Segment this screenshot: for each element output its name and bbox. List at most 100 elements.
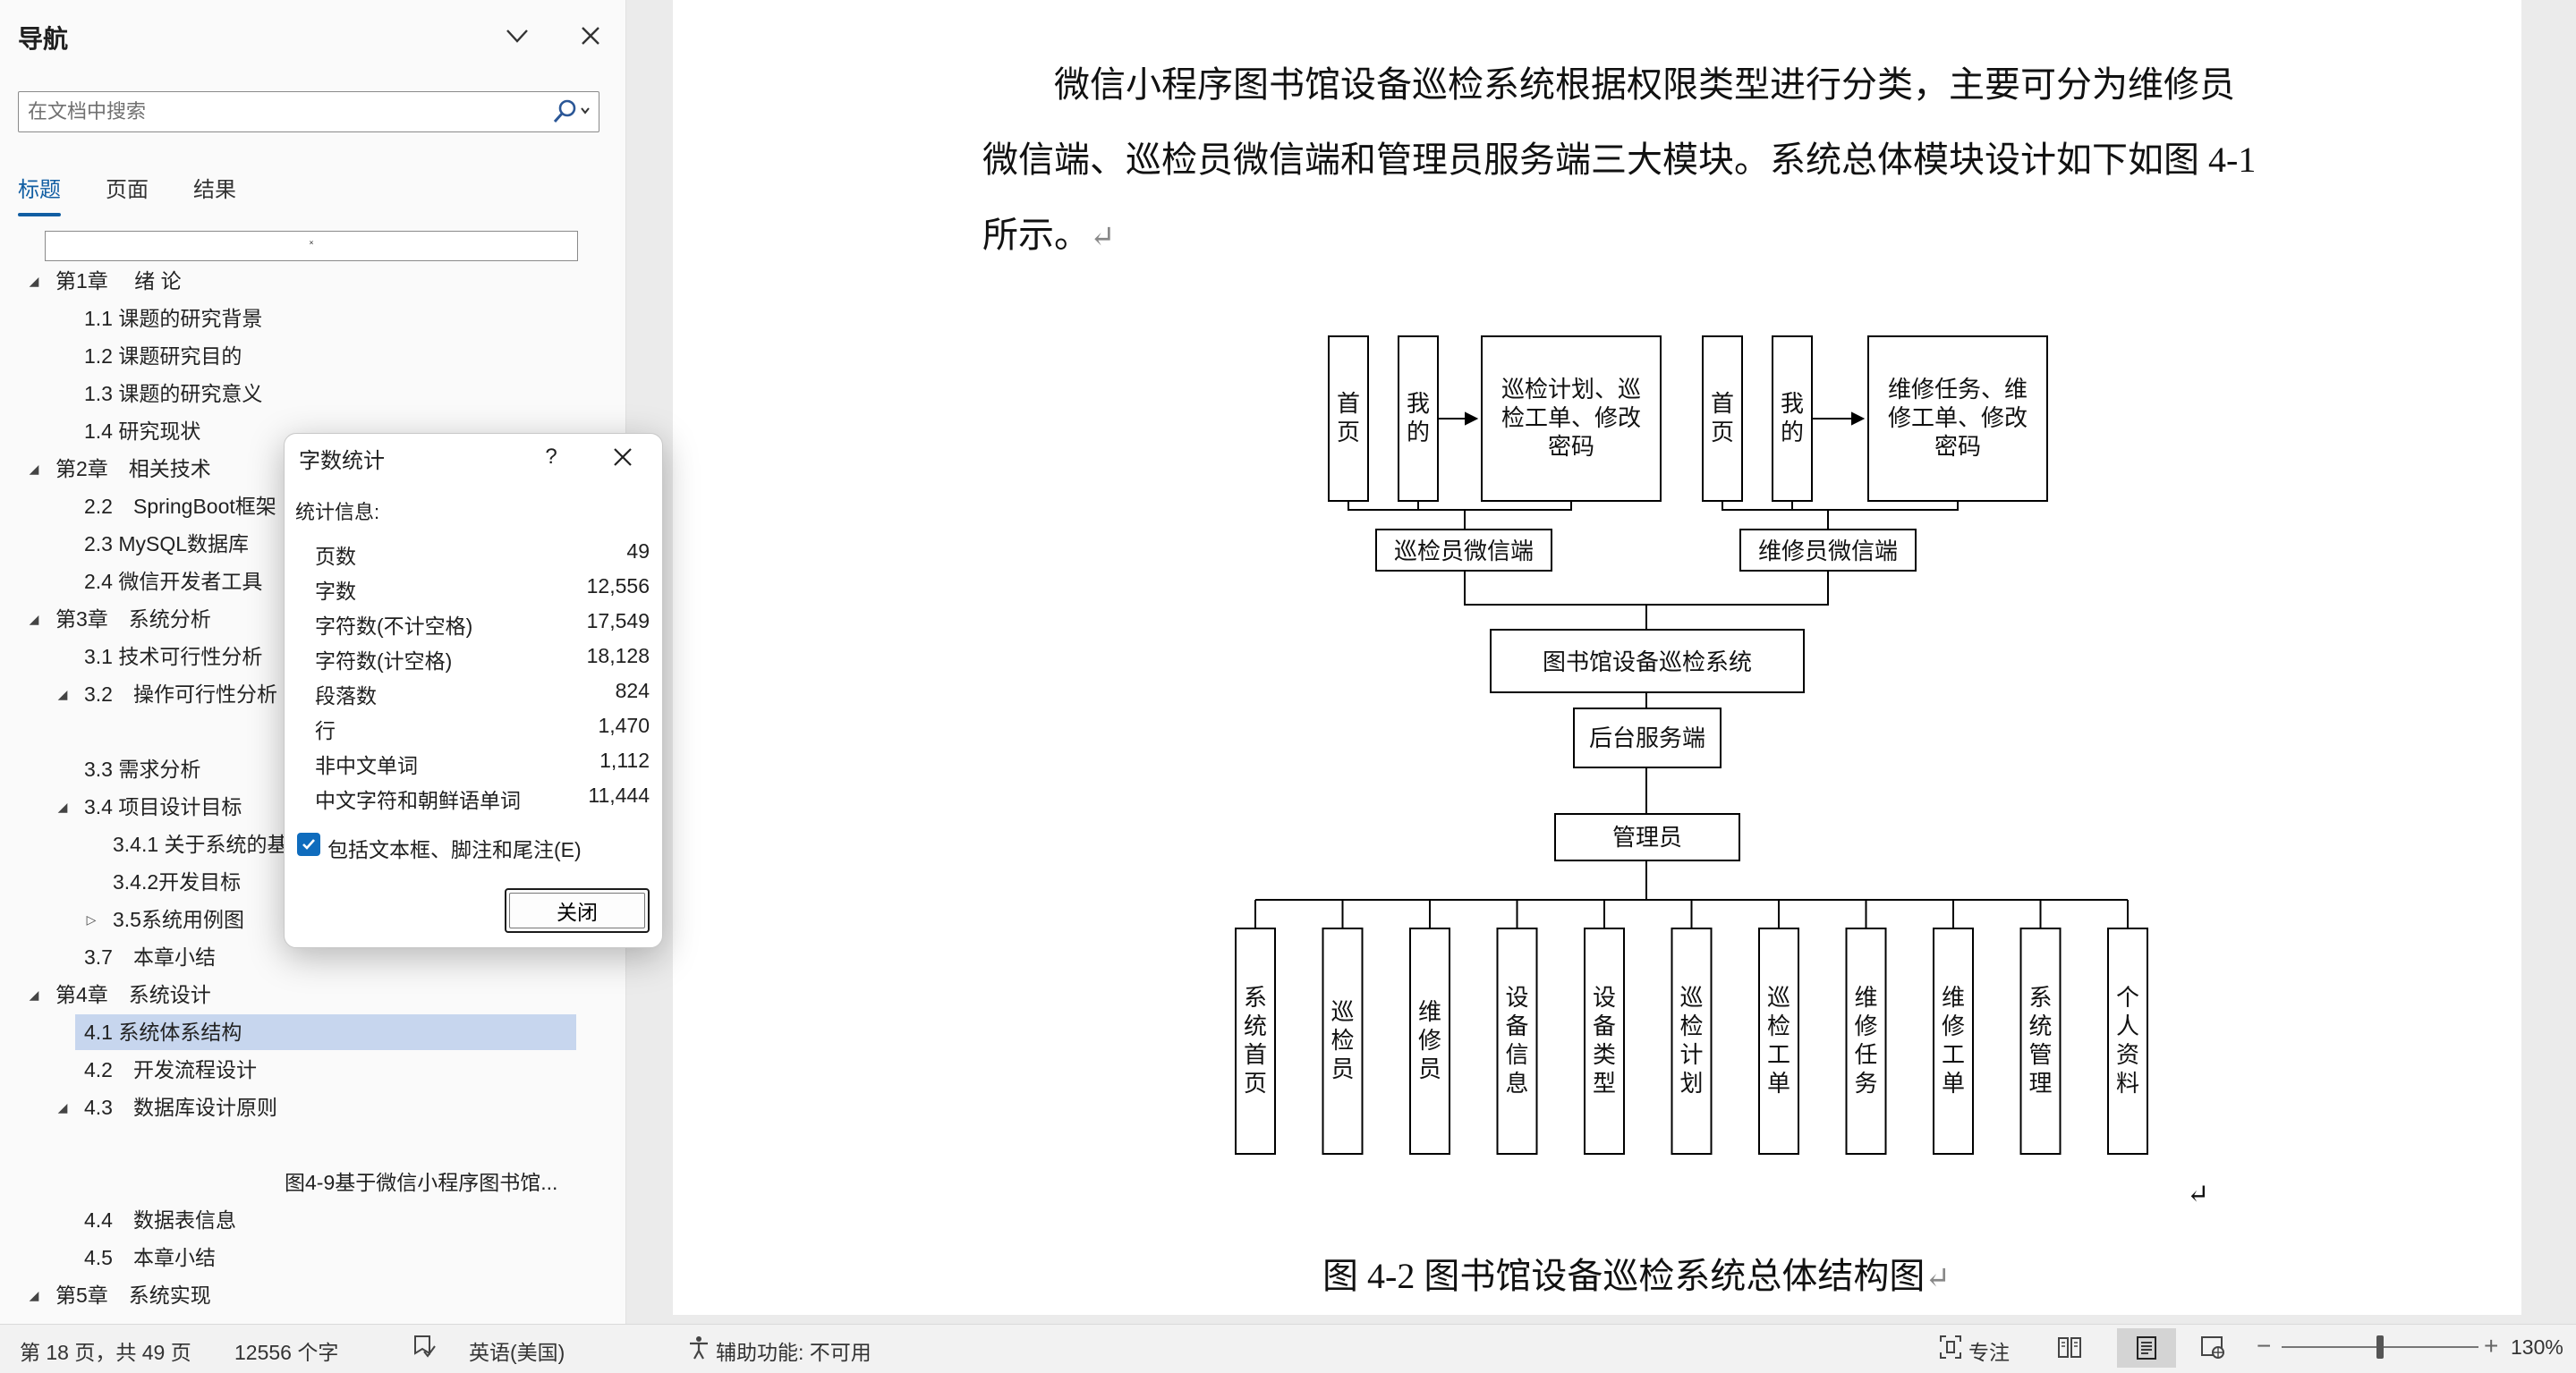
focus-mode-button[interactable]: 专注 bbox=[1968, 1341, 2010, 1364]
structure-diagram: 首页 我的 首页 我的 巡检计划、巡检工单、修改密码 维修任务、维修工单、修改密… bbox=[1235, 335, 2148, 1155]
read-mode-icon[interactable] bbox=[2056, 1334, 2083, 1366]
stat-label: 字符数(计空格) bbox=[315, 649, 453, 673]
body-paragraph-text: 所示。 bbox=[982, 215, 1090, 255]
stat-value: 1,470 bbox=[598, 714, 650, 737]
nav-heading-item[interactable]: ◢3.4 项目设计目标 bbox=[0, 789, 617, 825]
collapse-triangle-icon[interactable]: ▷ bbox=[86, 912, 97, 927]
nav-heading-item[interactable]: 4.1 系统体系结构 bbox=[75, 1014, 576, 1050]
nav-heading-item[interactable]: ◢第2章 相关技术 bbox=[0, 451, 617, 487]
expand-triangle-icon[interactable]: ◢ bbox=[29, 274, 39, 288]
nav-heading-item[interactable]: 1.2 课题研究目的 bbox=[0, 338, 617, 374]
proofing-icon[interactable] bbox=[412, 1334, 437, 1366]
zoom-in-button[interactable]: + bbox=[2484, 1332, 2499, 1360]
dialog-close-button[interactable]: 关闭 bbox=[505, 888, 650, 933]
heading-collapse-bar[interactable]: ˟ bbox=[45, 231, 578, 261]
admin-module-box bbox=[1671, 928, 1713, 1155]
chevron-down-icon bbox=[506, 30, 528, 43]
repairer-tab-home-label: 首页 bbox=[1711, 391, 1734, 446]
stat-label: 非中文单词 bbox=[315, 754, 418, 777]
focus-icon[interactable] bbox=[1938, 1334, 1963, 1366]
nav-heading-item[interactable]: 1.4 研究现状 bbox=[0, 413, 617, 449]
backend-label: 后台服务端 bbox=[1589, 725, 1705, 752]
dialog-help-button[interactable]: ? bbox=[545, 445, 557, 469]
tab-pages[interactable]: 页面 bbox=[106, 178, 149, 202]
nav-heading-label: 4.1 系统体系结构 bbox=[84, 1021, 242, 1044]
nav-heading-item[interactable]: 1.3 课题的研究意义 bbox=[0, 376, 617, 411]
stat-value: 12,556 bbox=[586, 574, 650, 598]
include-textboxes-label[interactable]: 包括文本框、脚注和尾注(E) bbox=[327, 838, 582, 861]
nav-search-input[interactable] bbox=[28, 97, 547, 126]
admin-module-box bbox=[1496, 928, 1538, 1155]
dialog-title: 字数统计 bbox=[299, 449, 385, 473]
nav-heading-item[interactable]: ◢4.3 数据库设计原则 bbox=[0, 1089, 617, 1125]
tab-headings[interactable]: 标题 bbox=[18, 168, 61, 218]
stat-value: 18,128 bbox=[586, 644, 650, 667]
nav-heading-item[interactable]: 3.4.2开发目标 bbox=[0, 864, 617, 900]
nav-heading-item[interactable]: ▷3.5系统用例图 bbox=[0, 902, 617, 937]
nav-heading-item[interactable]: 图4-9基于微信小程序图书馆... bbox=[0, 1165, 617, 1200]
include-textboxes-checkbox[interactable] bbox=[297, 833, 320, 856]
admin-module-box bbox=[1322, 928, 1364, 1155]
nav-heading-item[interactable]: 3.7 本章小结 bbox=[0, 939, 617, 975]
nav-heading-item[interactable]: ◢3.2 操作可行性分析 bbox=[0, 676, 617, 712]
tab-results[interactable]: 结果 bbox=[193, 178, 236, 202]
body-paragraph-line-1: 微信小程序图书馆设备巡检系统根据权限类型进行分类，主要可分为维修员 bbox=[982, 64, 2235, 105]
expand-triangle-icon[interactable]: ◢ bbox=[57, 687, 68, 701]
word-counter[interactable]: 12556 个字 bbox=[234, 1341, 339, 1364]
body-paragraph-line-3: 所示。↵ bbox=[982, 206, 1116, 258]
page-counter[interactable]: 第 18 页，共 49 页 bbox=[20, 1341, 191, 1364]
expand-triangle-icon[interactable]: ◢ bbox=[29, 462, 39, 476]
nav-heading-item[interactable]: 4.4 数据表信息 bbox=[0, 1202, 617, 1238]
expand-triangle-icon[interactable]: ◢ bbox=[29, 612, 39, 626]
nav-heading-item[interactable]: ◢ 第5章 系统实现 bbox=[0, 1277, 617, 1313]
nav-heading-item[interactable]: ◢第1章 绪 论 bbox=[0, 263, 617, 299]
accessibility-icon[interactable] bbox=[685, 1334, 712, 1366]
nav-heading-label: 第5章 系统实现 bbox=[55, 1284, 211, 1307]
nav-heading-item[interactable]: 4.5 本章小结 bbox=[0, 1240, 617, 1276]
nav-heading-item[interactable]: ◢第4章 系统设计 bbox=[0, 977, 617, 1013]
body-paragraph-line-2: 微信端、巡检员微信端和管理员服务端三大模块。系统总体模块设计如下如图 4-1 bbox=[982, 140, 2257, 180]
admin-module-label: 个人资料 bbox=[2116, 985, 2139, 1098]
nav-heading-item[interactable]: 2.3 MySQL数据库 bbox=[0, 526, 617, 562]
repairer-tab-home-box bbox=[1702, 335, 1743, 502]
statistics-heading: 统计信息: bbox=[295, 501, 380, 523]
expand-triangle-icon[interactable]: ◢ bbox=[57, 1100, 68, 1115]
zoom-out-button[interactable]: − bbox=[2257, 1332, 2272, 1360]
document-page[interactable]: 微信小程序图书馆设备巡检系统根据权限类型进行分类，主要可分为维修员 微信端、巡检… bbox=[673, 0, 2521, 1315]
web-layout-icon[interactable] bbox=[2199, 1334, 2226, 1366]
stat-row: 字符数(不计空格)17,549 bbox=[315, 604, 650, 638]
nav-heading-label: 1.2 课题研究目的 bbox=[84, 344, 242, 368]
inspector-tab-home-label: 首页 bbox=[1337, 391, 1360, 446]
zoom-slider-thumb[interactable] bbox=[2376, 1335, 2384, 1359]
nav-heading-item[interactable] bbox=[0, 1127, 617, 1163]
language-indicator[interactable]: 英语(美国) bbox=[469, 1341, 565, 1364]
inspector-client-label: 巡检员微信端 bbox=[1394, 538, 1534, 565]
admin-module-label: 设备类型 bbox=[1593, 985, 1616, 1098]
nav-heading-item[interactable]: 3.1 技术可行性分析 bbox=[0, 639, 617, 674]
search-button[interactable] bbox=[545, 96, 595, 128]
admin-module-box bbox=[1584, 928, 1625, 1155]
inspector-tab-mine-label: 我的 bbox=[1407, 391, 1430, 446]
nav-close-button[interactable] bbox=[571, 16, 610, 55]
print-layout-button[interactable] bbox=[2117, 1328, 2176, 1368]
stat-label: 行 bbox=[315, 719, 336, 742]
nav-heading-item[interactable]: 4.2 开发流程设计 bbox=[0, 1052, 617, 1088]
expand-triangle-icon[interactable]: ◢ bbox=[29, 1288, 39, 1302]
nav-heading-label: 3.1 技术可行性分析 bbox=[84, 645, 263, 668]
nav-heading-item[interactable]: ◢第3章 系统分析 bbox=[0, 601, 617, 637]
nav-options-button[interactable] bbox=[497, 16, 537, 55]
nav-heading-item[interactable]: 2.2 SpringBoot框架 bbox=[0, 488, 617, 524]
nav-heading-item[interactable]: 1.1 课题的研究背景 bbox=[0, 301, 617, 336]
nav-heading-item[interactable]: 3.3 需求分析 bbox=[0, 751, 617, 787]
expand-triangle-icon[interactable]: ◢ bbox=[57, 800, 68, 814]
accessibility-status[interactable]: 辅助功能: 不可用 bbox=[716, 1341, 871, 1364]
expand-triangle-icon[interactable]: ◢ bbox=[29, 987, 39, 1002]
zoom-level[interactable]: 130% bbox=[2511, 1335, 2563, 1359]
dialog-close-x-button[interactable] bbox=[592, 436, 653, 479]
stat-row: 行 1,470 bbox=[315, 708, 650, 742]
nav-heading-item[interactable]: 2.4 微信开发者工具 bbox=[0, 564, 617, 599]
stat-label: 中文字符和朝鲜语单词 bbox=[315, 789, 521, 812]
admin-module-label: 系统首页 bbox=[1244, 985, 1267, 1098]
